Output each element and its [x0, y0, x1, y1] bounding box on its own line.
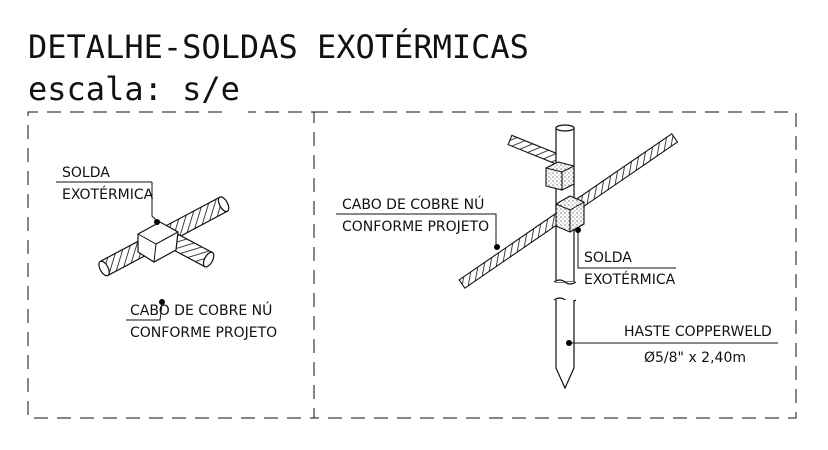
right-cable-label-line2: CONFORME PROJETO — [342, 219, 489, 235]
rod-label-line1: HASTE COPPERWELD — [624, 324, 772, 340]
drawing-scale: escala: s/e — [28, 70, 240, 108]
right-cable-label-line1: CABO DE COBRE NÚ — [342, 195, 484, 213]
left-t-joint-cables — [98, 196, 230, 305]
left-weld-label-line1: SOLDA — [62, 165, 110, 181]
rod-label-line2: Ø5/8" x 2,40m — [644, 350, 746, 366]
panel-frames — [27, 111, 797, 419]
right-weld-label-line2: EXOTÉRMICA — [584, 271, 676, 288]
right-weld-label-line1: SOLDA — [584, 250, 632, 266]
right-rod-and-cable — [458, 124, 679, 390]
left-cable-label-line1: CABO DE COBRE NÚ — [130, 301, 272, 319]
left-weld-label-line2: EXOTÉRMICA — [62, 186, 154, 203]
drawing-title: DETALHE-SOLDAS EXOTÉRMICAS — [28, 28, 529, 66]
left-cable-label-line2: CONFORME PROJETO — [130, 325, 277, 341]
